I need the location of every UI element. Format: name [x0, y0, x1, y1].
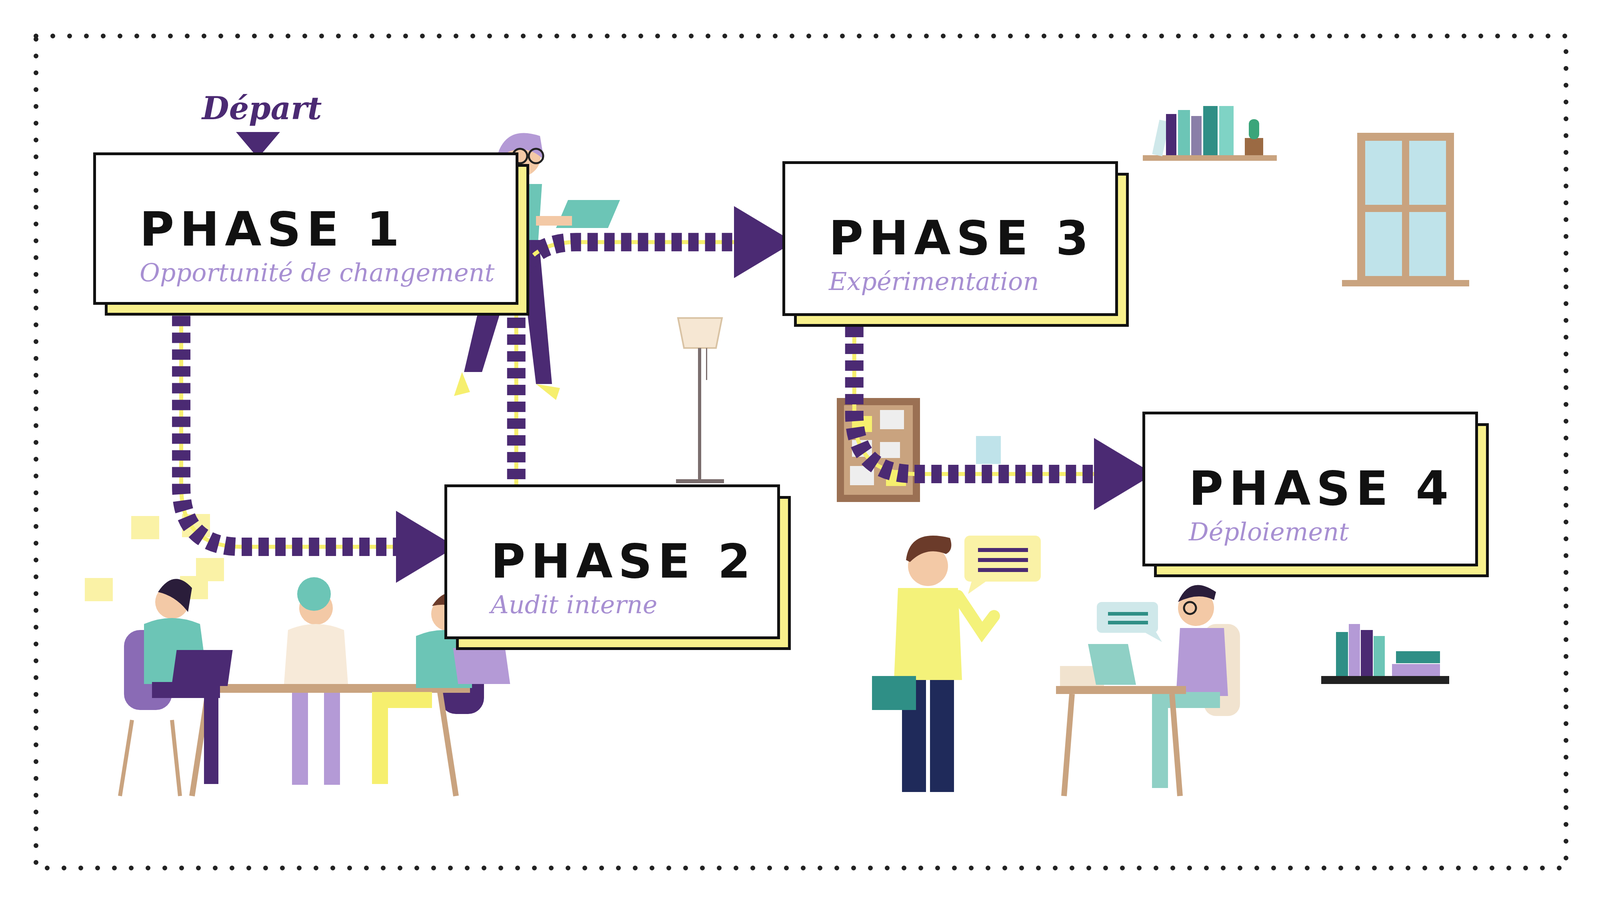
phase-subtitle: Opportunité de changement: [139, 256, 495, 290]
phase-title: PHASE 2: [490, 536, 756, 587]
flow-connector: [854, 326, 1154, 510]
phase-box: PHASE 1Opportunité de changement: [104, 164, 530, 316]
phase-box: PHASE 4Déploiement: [1154, 423, 1489, 578]
start-label: Départ: [202, 90, 322, 127]
sticky-note: [976, 436, 1001, 464]
phase-subtitle: Audit interne: [490, 588, 756, 622]
phase-title: PHASE 1: [139, 204, 495, 255]
phase-box: PHASE 2Audit interne: [456, 496, 791, 650]
phase-box: PHASE 3Expérimentation: [794, 172, 1129, 327]
speech-bubble: [964, 535, 1041, 594]
floor-lamp: [676, 318, 724, 484]
phase-title: PHASE 4: [1188, 464, 1454, 514]
phase-subtitle: Expérimentation: [828, 265, 1094, 298]
window: [1342, 132, 1470, 287]
desk-worker: [1056, 584, 1240, 796]
flow-connector: [516, 206, 794, 496]
bookshelf: [1321, 624, 1450, 684]
bookshelf: [1142, 106, 1277, 161]
speech-bubble: [1096, 602, 1162, 642]
dotted-frame: [36, 36, 1566, 868]
phase-title: PHASE 3: [828, 213, 1094, 264]
phase-subtitle: Déploiement: [1188, 516, 1454, 549]
flow-connector: [181, 315, 456, 583]
